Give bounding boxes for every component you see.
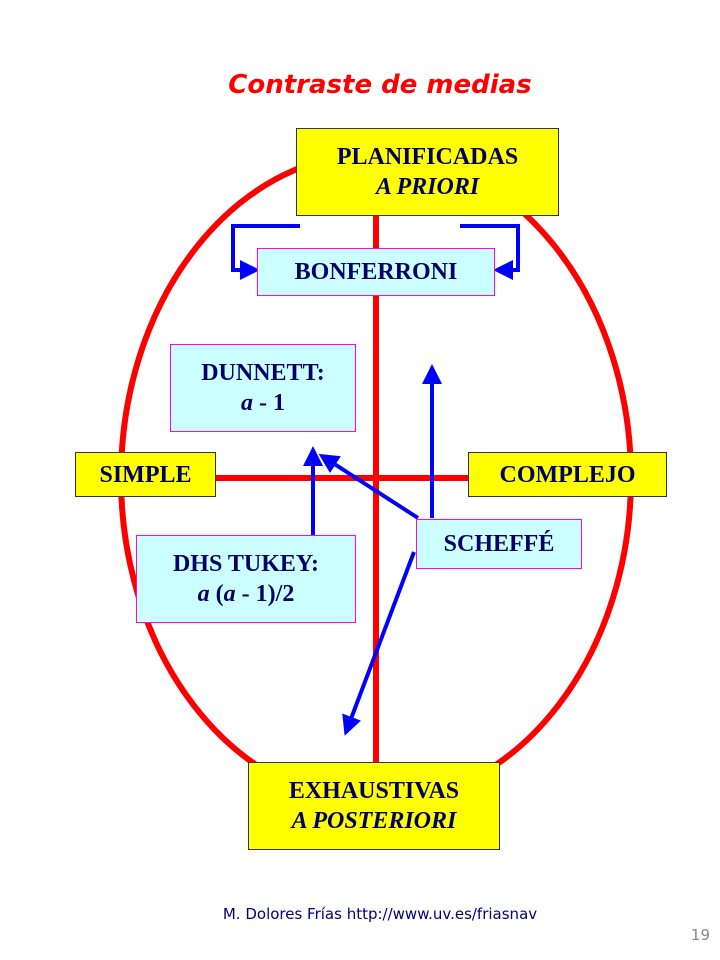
tukey-formula-var1: a <box>197 581 210 607</box>
tukey-box: DHS TUKEY: a (a - 1)/2 <box>136 535 356 623</box>
dunnett-formula: a - 1 <box>241 388 285 418</box>
tukey-formula-var2: a <box>223 581 236 607</box>
bonferroni-box: BONFERRONI <box>257 248 495 296</box>
tukey-formula: a (a - 1)/2 <box>198 579 295 609</box>
scheffe-to-dunnett-arrow <box>318 453 420 520</box>
complejo-label: COMPLEJO <box>499 461 636 488</box>
bonferroni-arrow-left <box>231 224 300 280</box>
exhaustivas-box: EXHAUSTIVAS A POSTERIORI <box>248 762 500 850</box>
dunnett-box: DUNNETT: a - 1 <box>170 344 356 432</box>
dunnett-formula-var: a <box>241 390 253 416</box>
scheffe-box: SCHEFFÉ <box>416 519 582 569</box>
footer-credit: M. Dolores Frías http://www.uv.es/friasn… <box>222 905 538 923</box>
planificadas-label: PLANIFICADAS <box>336 144 519 170</box>
simple-label: SIMPLE <box>99 461 192 488</box>
dunnett-label: DUNNETT: <box>201 360 325 386</box>
scheffe-to-exhaustivas-arrow <box>342 551 416 736</box>
scheffe-label: SCHEFFÉ <box>443 531 555 557</box>
dunnett-formula-rest: - 1 <box>253 390 285 416</box>
tukey-formula-mid: ( <box>209 581 224 607</box>
page-number: 19 <box>690 926 710 944</box>
a-priori-label: A PRIORI <box>375 174 480 200</box>
tukey-label: DHS TUKEY: <box>172 551 320 577</box>
complejo-box: COMPLEJO <box>468 452 667 497</box>
simple-box: SIMPLE <box>75 452 216 497</box>
exhaustivas-label: EXHAUSTIVAS <box>288 778 460 804</box>
tukey-formula-end: - 1)/2 <box>235 581 295 607</box>
bonferroni-arrow-right <box>460 224 520 280</box>
planificadas-box: PLANIFICADAS A PRIORI <box>296 128 559 216</box>
a-posteriori-label: A POSTERIORI <box>291 808 457 834</box>
slide-title: Contraste de medias <box>228 70 532 100</box>
bonferroni-label: BONFERRONI <box>294 259 458 285</box>
